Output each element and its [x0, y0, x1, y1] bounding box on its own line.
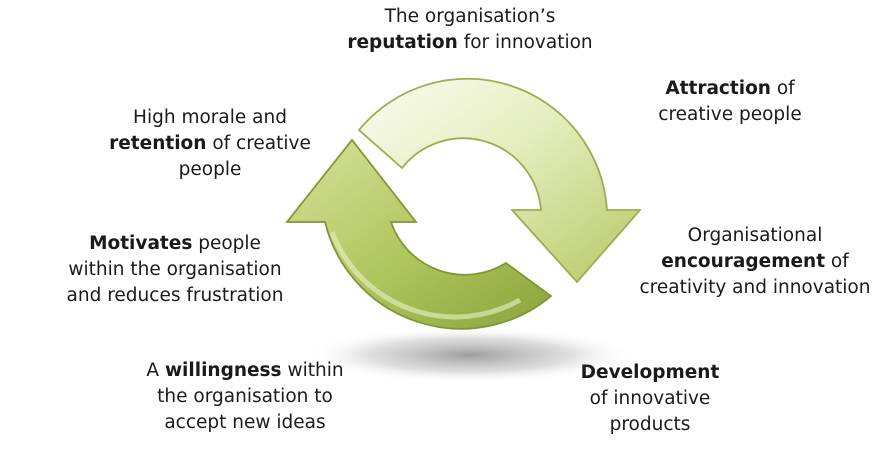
label-willingness-pre: A	[146, 360, 165, 381]
label-attraction-bold: Attraction	[665, 78, 771, 99]
label-motivates-line3: and reduces frustration	[66, 285, 284, 306]
arrow-upper-right	[357, 77, 642, 284]
label-motivates-bold: Motivates	[89, 233, 193, 254]
arrow-lower-left	[285, 138, 553, 330]
label-attraction-rest: of	[770, 78, 795, 99]
label-encouragement-rest: of	[825, 251, 849, 272]
label-development: Development of innovative products	[560, 360, 740, 438]
label-encouragement-line1: Organisational	[687, 225, 823, 246]
label-motivates-rest: people	[192, 233, 261, 254]
label-encouragement-bold: encouragement	[661, 251, 826, 272]
label-development-line2: of innovative	[589, 388, 711, 409]
label-attraction: Attraction of creative people	[620, 76, 840, 128]
label-reputation-line1: The organisation’s	[384, 6, 556, 27]
label-morale-rest: of creative	[206, 133, 311, 154]
label-morale-bold: retention	[109, 133, 207, 154]
label-encouragement: Organisational encouragement of creativi…	[620, 223, 890, 301]
label-willingness-bold: willingness	[164, 360, 282, 381]
label-motivates: Motivates people within the organisation…	[40, 231, 310, 309]
cycle-shadow	[305, 327, 635, 383]
label-willingness-line3: accept new ideas	[164, 412, 326, 433]
label-motivates-line2: within the organisation	[68, 259, 282, 280]
label-morale-line1: High morale and	[133, 107, 287, 128]
label-development-bold: Development	[580, 362, 720, 383]
label-reputation-rest: for innovation	[457, 32, 593, 53]
label-reputation-bold: reputation	[347, 32, 458, 53]
label-willingness: A willingness within the organisation to…	[130, 358, 360, 436]
arrow-highlight	[329, 231, 522, 320]
label-willingness-rest: within	[281, 360, 344, 381]
label-morale: High morale and retention of creative pe…	[90, 105, 330, 183]
label-attraction-line2: creative people	[658, 104, 802, 125]
label-encouragement-line3: creativity and innovation	[639, 277, 871, 298]
label-willingness-line2: the organisation to	[157, 386, 333, 407]
label-reputation: The organisation’s reputation for innova…	[300, 4, 640, 56]
label-morale-line3: people	[178, 159, 242, 180]
label-development-line3: products	[609, 414, 691, 435]
